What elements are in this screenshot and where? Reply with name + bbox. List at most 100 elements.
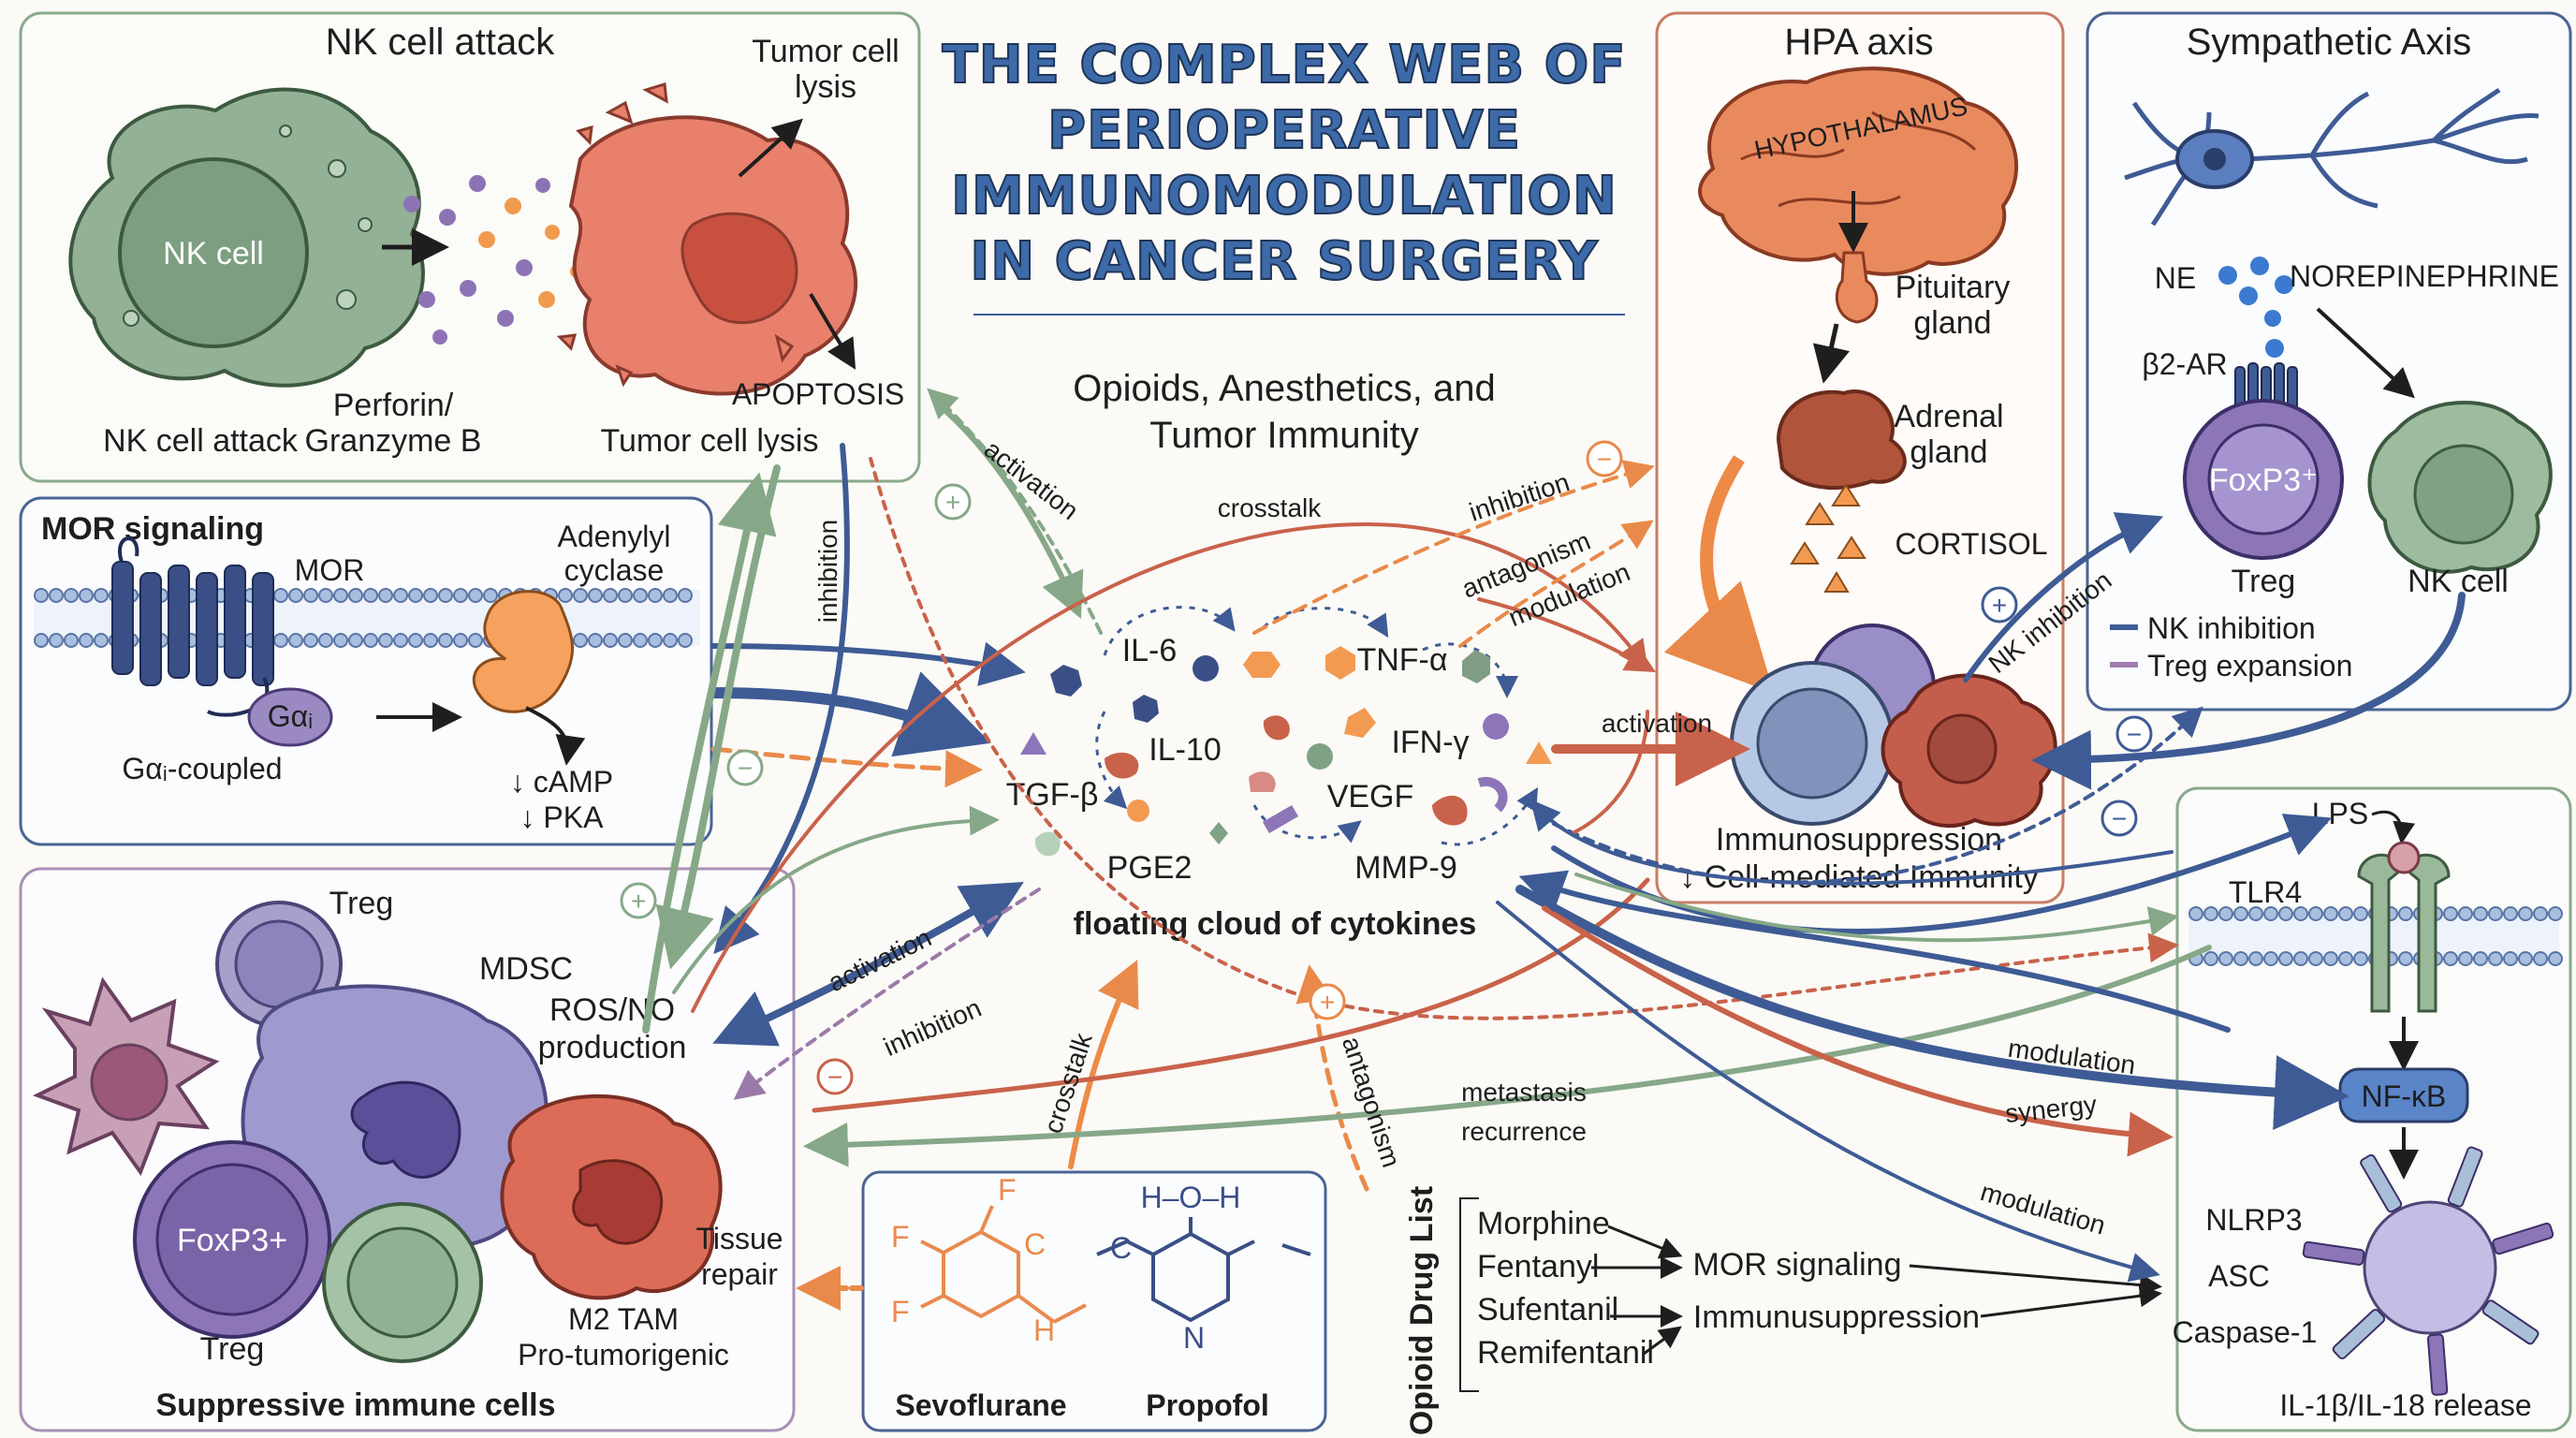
legend-nk-text: NK inhibition (2147, 611, 2316, 645)
opioid-drug-item: Sufentanil (1477, 1292, 1618, 1328)
label-metastasis: metastasis (1461, 1078, 1587, 1107)
cytokine-cloud (1020, 606, 1552, 857)
tlr4-receptor (2357, 841, 2451, 1013)
plus-badge-nk-inhibition: + (1981, 586, 2018, 624)
tissue-label-1: Tissue (695, 1222, 783, 1255)
cytokine-cloud-caption: floating cloud of cytokines (1074, 906, 1477, 942)
minus-left-text: − (827, 1063, 842, 1092)
cytokine-mmp9: MMP-9 (1354, 850, 1457, 886)
title-line-2: PERIOPERATIVE (1047, 100, 1521, 161)
label-synergy: synergy (2004, 1090, 2099, 1128)
sym-to-ifng-arrow (1530, 799, 2174, 886)
perforin-label-2: Granzyme B (305, 423, 482, 459)
cytokine-tnfa: TNF-α (1356, 642, 1447, 678)
cytokine-pge2: PGE2 (1107, 850, 1193, 886)
label-recurrence: recurrence (1461, 1117, 1587, 1146)
pka-label: ↓ PKA (520, 800, 605, 834)
tlr-to-mmp9-arrow (1518, 870, 2231, 1033)
cytokine-il10: IL-10 (1149, 732, 1222, 768)
synergy-arrow (1542, 905, 2174, 1157)
plus-badge-antagonism: + (1309, 983, 1346, 1020)
inhibition-to-hpa-arrow (1252, 460, 1655, 635)
nk-to-immuno-arrow (2031, 592, 2466, 790)
minus-badge-sym-1: − (2115, 715, 2153, 753)
morphine-arrow (1607, 1225, 1683, 1259)
norepinephrine-label: NOREPINEPHRINE (2290, 259, 2559, 293)
antagonism-to-hpa-arrow (1458, 520, 1654, 648)
label-inhibition-left: inhibition (879, 993, 986, 1062)
nk-inhibition-arrow (1963, 512, 2164, 682)
gai-label: Gαᵢ (268, 699, 313, 733)
cortisol-label: CORTISOL (1895, 527, 2048, 561)
anesthetics-panel-frame (861, 1170, 1327, 1432)
foxp3-label: FoxP3+ (177, 1223, 287, 1258)
opioid-immuno: Immunusuppression (1693, 1299, 1980, 1335)
blue-inhibition-vertical (713, 443, 850, 955)
mor-to-il6-arrow (710, 641, 1026, 686)
remifentanil-arrow (1643, 1326, 1682, 1356)
cytokine-vegf: VEGF (1327, 779, 1414, 814)
ac-to-camp-arrow (525, 706, 586, 766)
sevoflurane-label: Sevoflurane (895, 1388, 1066, 1422)
minus-badge-sym-2: − (2100, 800, 2138, 837)
gai-coupled-label: Gαᵢ-coupled (122, 752, 282, 785)
ros-label-1: ROS/NO (549, 992, 675, 1028)
tumor-caption: Tumor cell lysis (601, 423, 819, 459)
plus-badge-activation: + (934, 483, 972, 521)
recurrence-arrow (803, 945, 2212, 1167)
main-title: THE COMPLEX WEB OF PERIOPERATIVE IMMUNOM… (942, 34, 1627, 293)
adrenal-label-2: gland (1910, 434, 1987, 470)
ne-label: NE (2155, 261, 2196, 295)
apoptosis-label: APOPTOSIS (732, 377, 904, 411)
sevo-f1: F (998, 1173, 1017, 1207)
opioid-drug-item: Remifentanil (1477, 1335, 1654, 1371)
minus-badge-left: − (816, 1058, 854, 1095)
antagonism-bottom-arrow (1295, 964, 1369, 1192)
ne-vesicles (2218, 257, 2293, 358)
immuno-label-1: Immunosuppression (1716, 822, 2002, 858)
cytokine-ifng: IFN-γ (1391, 725, 1469, 760)
plus-badge-suppressive: + (620, 882, 657, 919)
suppressive-panel-title: Suppressive immune cells (155, 1387, 555, 1423)
adenylyl-label-1: Adenylyl (558, 520, 671, 553)
tissue-label-2: repair (701, 1257, 778, 1291)
crosstalk-top-arc (691, 521, 1648, 1013)
plus-nk-inhibition-text: + (1992, 591, 2007, 620)
adenylyl-cyclase-shape (472, 590, 574, 713)
cytokine-tgfb: TGF-β (1006, 777, 1099, 813)
nfkb-label: NF-κB (2362, 1079, 2447, 1113)
minus-sym-2-text: − (2112, 804, 2127, 833)
activation-left-back (723, 881, 1024, 1041)
tumor-lysis-label-2: lysis (795, 69, 856, 105)
nk-sym-label: NK cell (2408, 564, 2509, 599)
plus-activation-text: + (945, 488, 960, 517)
sympathetic-panel-title: Sympathetic Axis (2187, 22, 2472, 63)
subtitle-line-1: Opioids, Anesthetics, and (1073, 368, 1495, 409)
cloud-to-sympathetic-dashed (1552, 706, 2203, 885)
treg-bottom-label: Treg (200, 1331, 265, 1367)
m2-label-1: M2 TAM (568, 1302, 679, 1336)
sevo-c: C (1024, 1227, 1046, 1261)
il6-feedback-dashed (927, 388, 1103, 635)
immuno-to-inflammasome-arrow (1980, 1284, 2162, 1318)
ros-label-2: production (538, 1030, 687, 1065)
subtitle-line-2: Tumor Immunity (1149, 415, 1418, 456)
minus-sym-1-text: − (2127, 720, 2142, 749)
inhibition-left-arrow (733, 888, 1041, 1100)
treg-sym-label: Treg (2232, 564, 2296, 599)
nk-cell-nucleus (118, 157, 309, 348)
opioid-list-title: Opioid Drug List (1404, 1186, 1440, 1435)
minus-badge-inhibition: − (1586, 440, 1623, 477)
nlrp3-label: NLRP3 (2205, 1203, 2302, 1237)
label-crosstalk-top: crosstalk (1218, 493, 1322, 522)
cortisol-arrow (1663, 455, 1775, 694)
mor-label: MOR (295, 553, 365, 587)
asc-label: ASC (2208, 1259, 2270, 1293)
green-nk-to-suppressive (655, 464, 781, 970)
camp-label: ↓ cAMP (510, 765, 613, 799)
modulation-bottom-arrow (1496, 901, 2160, 1283)
neuron-illustration (2124, 87, 2539, 227)
inflammasome-illustration (2302, 1146, 2554, 1396)
